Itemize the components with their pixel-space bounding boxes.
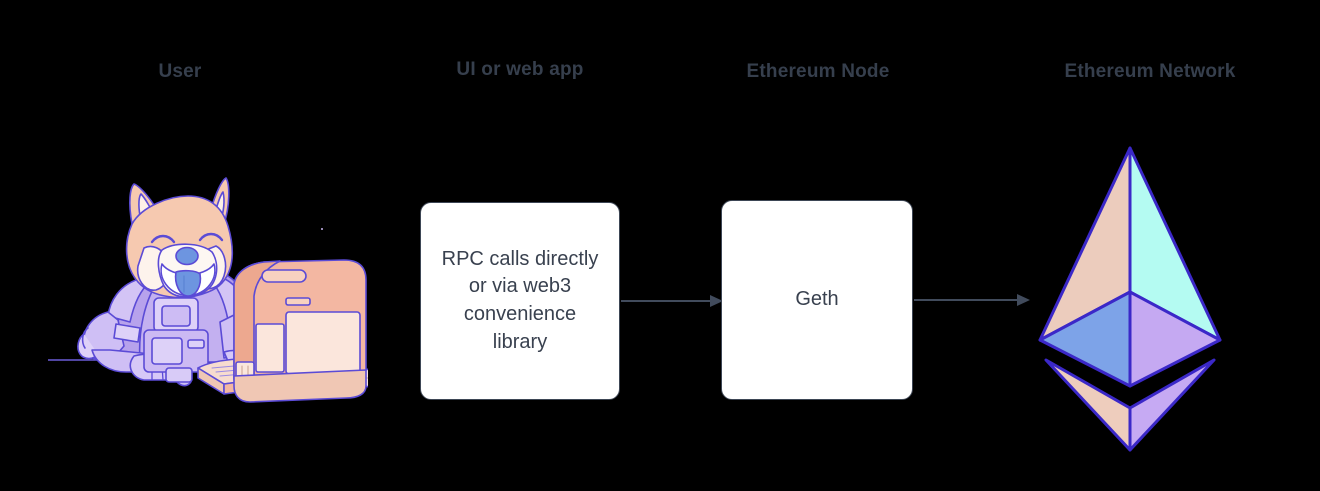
arrow-head-icon xyxy=(1017,294,1030,306)
shiba-inu-illustration xyxy=(48,172,368,406)
ethereum-diamond-logo-icon xyxy=(1032,144,1228,454)
stray-pixel-artifact xyxy=(321,228,323,230)
arrow-shaft xyxy=(621,300,711,302)
column-heading-user: User xyxy=(158,61,202,82)
node-geth-label: Geth xyxy=(795,288,839,311)
arrow-geth-to-network xyxy=(914,294,1030,306)
node-geth[interactable]: Geth xyxy=(721,200,913,400)
arrow-head-icon xyxy=(710,295,723,307)
column-heading-node: Ethereum Node xyxy=(746,61,890,82)
arrow-rpc-to-geth xyxy=(621,295,723,307)
node-rpc-calls-label: RPC calls directly or via web3 convenien… xyxy=(441,247,599,353)
node-rpc-calls[interactable]: RPC calls directly or via web3 convenien… xyxy=(420,202,620,400)
column-heading-ui: UI or web app xyxy=(456,59,584,80)
column-heading-network: Ethereum Network xyxy=(1064,61,1236,82)
arrow-shaft xyxy=(914,299,1018,301)
